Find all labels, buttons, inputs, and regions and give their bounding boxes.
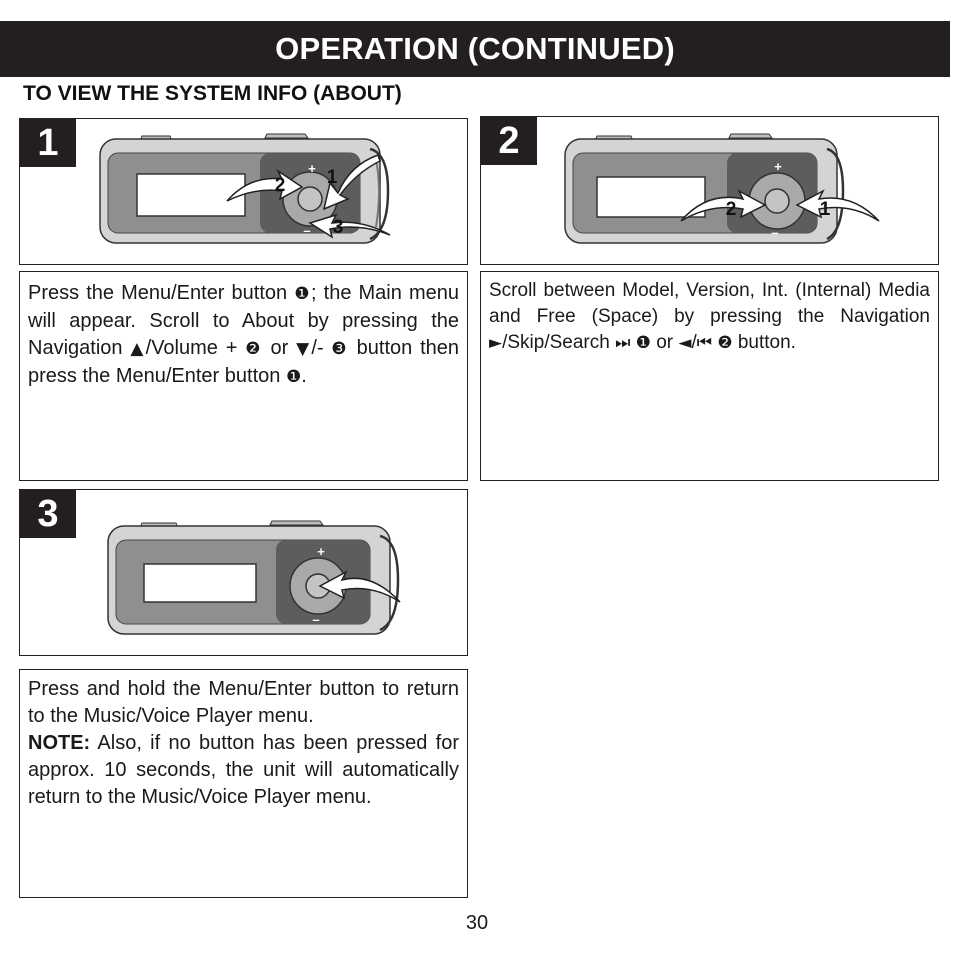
mp3-player-illustration: + – 2 1 3 (99, 133, 391, 244)
triangle-down-icon: ▼ (296, 339, 312, 359)
step-3-badge: 3 (20, 490, 76, 538)
step-3-instructions: Press and hold the Menu/Enter button to … (28, 678, 459, 727)
circled-2-icon: ❷ (717, 333, 733, 353)
step-3-text-box: Press and hold the Menu/Enter button to … (19, 669, 468, 898)
skip-forward-icon: ⏭ (615, 333, 631, 353)
volume-minus-mark: – (312, 612, 319, 627)
step-1-illustration-box: 1 + – 2 1 3 (19, 118, 468, 265)
skip-back-icon: ⏮ (696, 333, 713, 353)
header-bar: OPERATION (CONTINUED) (0, 21, 950, 77)
triangle-left-icon: ◄ (678, 333, 692, 353)
volume-plus-mark: + (308, 161, 316, 176)
volume-plus-mark: + (774, 159, 782, 174)
step-2-badge: 2 (481, 117, 537, 165)
step-1-badge: 1 (20, 119, 76, 167)
circled-1-icon: ❶ (635, 333, 651, 353)
triangle-right-icon: ► (489, 333, 503, 353)
circled-3-icon: ❸ (331, 339, 349, 359)
volume-plus-mark: + (317, 544, 325, 559)
step-2-illustration-box: 2 + – 2 1 (480, 116, 939, 265)
step-3-note: NOTE: Also, if no button has been presse… (28, 732, 459, 808)
callout-2: 2 (275, 175, 286, 196)
mp3-player-illustration: + – 2 1 (564, 133, 880, 244)
step-1-instructions: Press the Menu/Enter button ❶; the Main … (28, 282, 460, 387)
circled-1-icon: ❶ (285, 367, 302, 387)
note-label: NOTE: (28, 732, 91, 754)
callout-1: 1 (327, 167, 338, 188)
mp3-player-illustration: + – (107, 520, 401, 635)
step-1-text-box: Press the Menu/Enter button ❶; the Main … (19, 271, 468, 481)
callout-3: 3 (333, 217, 344, 238)
triangle-up-icon: ▲ (130, 339, 146, 359)
volume-minus-mark: – (771, 225, 778, 240)
callout-2: 2 (726, 199, 737, 220)
volume-minus-mark: – (303, 223, 310, 238)
circled-2-icon: ❷ (245, 339, 263, 359)
step-2-text-box: Scroll between Model, Version, Int. (Int… (480, 271, 939, 481)
page-title: OPERATION (CONTINUED) (275, 31, 675, 66)
section-title: TO VIEW THE SYSTEM INFO (ABOUT) (23, 82, 402, 105)
circled-1-icon: ❶ (294, 284, 311, 304)
step-2-instructions: Scroll between Model, Version, Int. (Int… (489, 280, 930, 353)
callout-1: 1 (820, 199, 831, 220)
step-3-illustration-box: 3 + – (19, 489, 468, 656)
page-number: 30 (465, 912, 489, 934)
